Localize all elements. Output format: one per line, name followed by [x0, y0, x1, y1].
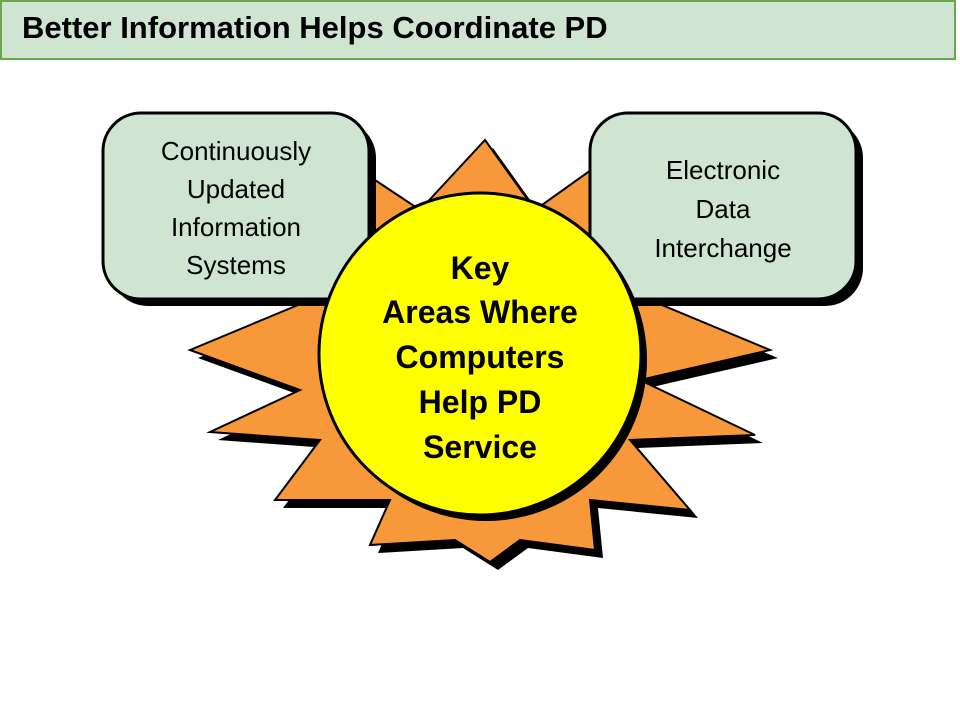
- center-line-3: Computers: [396, 339, 565, 375]
- center-line-1: Key: [451, 250, 510, 286]
- center-line-2: Areas Where: [382, 294, 578, 330]
- left-box-line-1: Continuously: [161, 136, 311, 166]
- left-box-line-3: Information: [171, 212, 301, 242]
- right-box-line-2: Data: [696, 194, 751, 224]
- right-info-box: Electronic Data Interchange: [588, 111, 863, 306]
- left-box-line-4: Systems: [186, 250, 286, 280]
- page-title: Better Information Helps Coordinate PD: [22, 10, 608, 45]
- right-box-line-1: Electronic: [666, 155, 780, 185]
- center-line-5: Service: [423, 429, 537, 465]
- center-line-4: Help PD: [419, 384, 542, 420]
- title-bar: Better Information Helps Coordinate PD: [0, 0, 956, 60]
- right-box-line-3: Interchange: [654, 233, 791, 263]
- center-circle: Key Areas Where Computers Help PD Servic…: [317, 191, 647, 521]
- left-info-box: Continuously Updated Information Systems: [101, 111, 376, 306]
- left-box-line-2: Updated: [187, 174, 285, 204]
